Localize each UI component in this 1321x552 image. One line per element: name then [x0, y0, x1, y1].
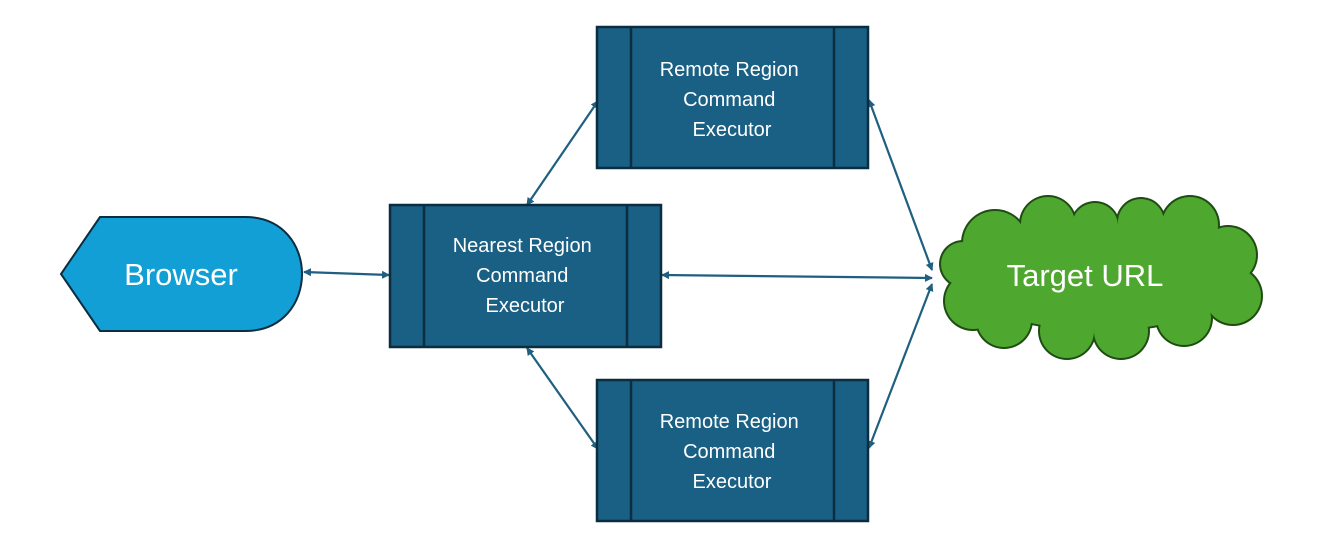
- target-node: Target URL: [939, 195, 1263, 360]
- connector-nearest-target: [661, 271, 933, 282]
- connector-remote-bottom-target: [867, 283, 934, 449]
- connector-nearest-remote-bottom: [526, 347, 599, 450]
- remote-executor-bottom-label: Remote Region Command Executor: [660, 411, 805, 493]
- browser-node: Browser: [59, 216, 303, 332]
- remote-executor-top-box: [595, 25, 870, 170]
- connector-remote-top-target: [867, 99, 934, 271]
- connector-browser-nearest: [303, 268, 390, 279]
- nearest-executor-box: [388, 203, 663, 349]
- cloud-shape: [939, 195, 1263, 360]
- remote-executor-bottom-node: Remote Region Command Executor: [595, 378, 870, 523]
- target-label: Target URL: [1007, 258, 1164, 293]
- remote-executor-bottom-box: [595, 378, 870, 523]
- browser-shape: [59, 216, 303, 332]
- browser-label: Browser: [124, 257, 238, 292]
- nearest-executor-label: Nearest Region Command Executor: [453, 235, 598, 317]
- connectors: [303, 99, 934, 450]
- remote-executor-top-node: Remote Region Command Executor: [595, 25, 870, 170]
- nearest-executor-node: Nearest Region Command Executor: [388, 203, 663, 349]
- remote-executor-top-label: Remote Region Command Executor: [660, 59, 805, 141]
- connector-nearest-remote-top: [526, 100, 599, 206]
